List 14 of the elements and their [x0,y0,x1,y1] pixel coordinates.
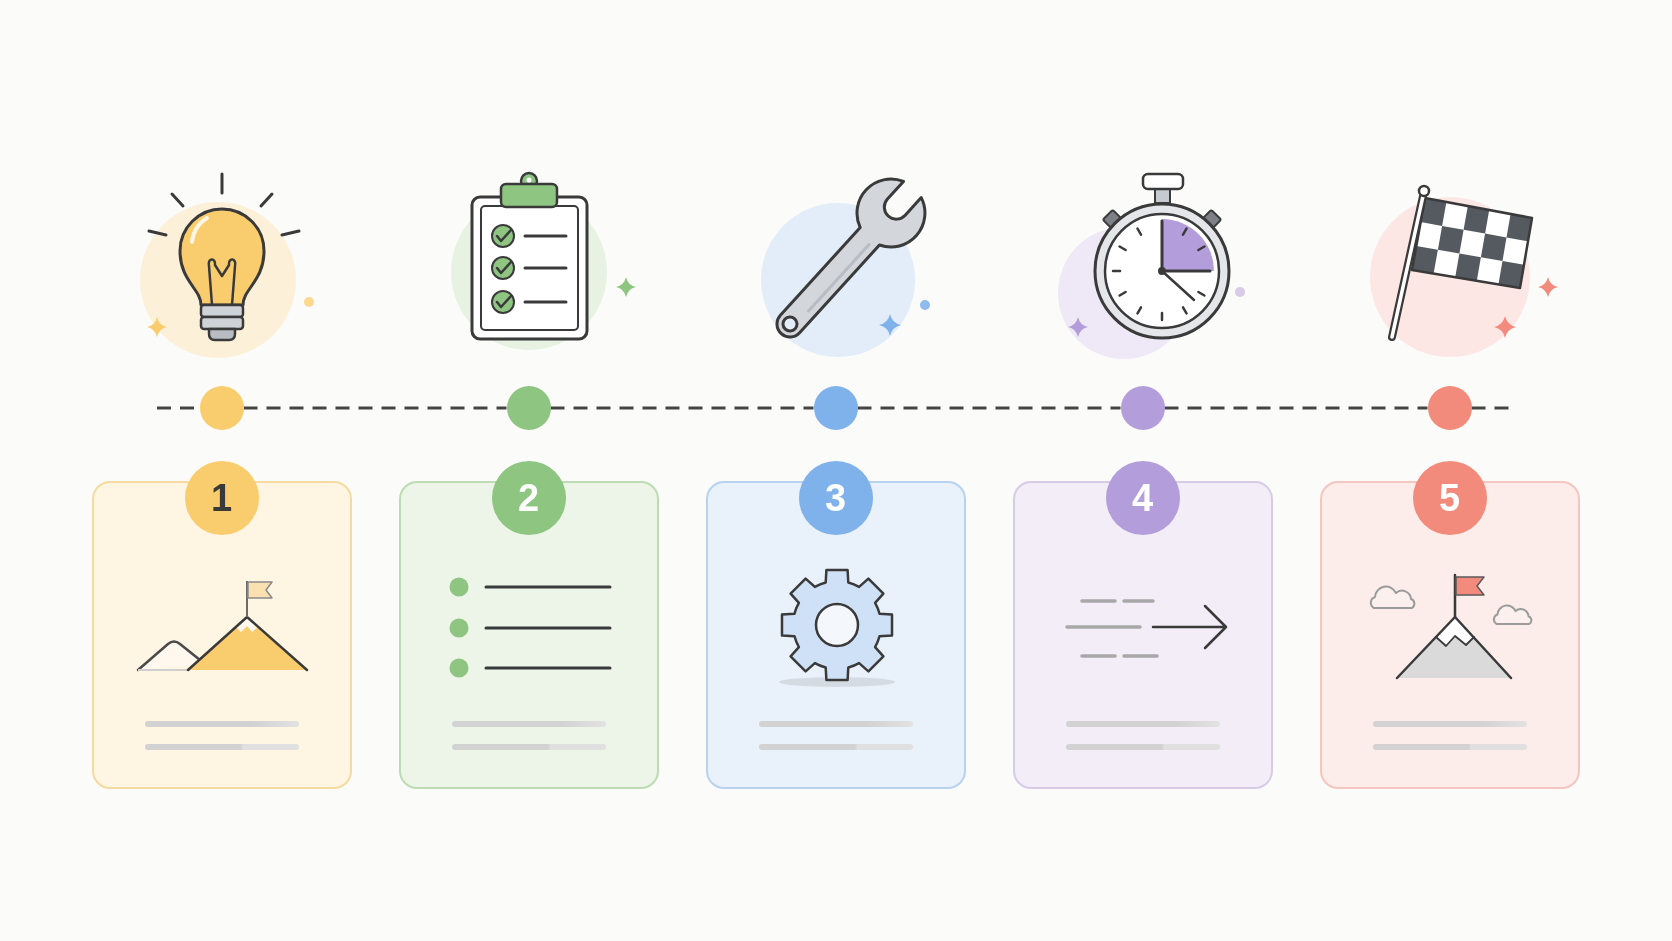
step-number-badge: 1 [184,461,259,535]
dashed-line [550,406,814,410]
timeline-dot [813,386,858,430]
step-number-badge: 2 [491,461,566,535]
step-number-badge: 4 [1105,461,1180,535]
dashed-line [243,406,507,410]
timeline-dot [1120,386,1165,430]
timeline-dot [199,386,244,430]
dashed-line [1164,406,1428,410]
step-number-badge: 3 [798,461,873,535]
step-number-badge: 5 [1412,461,1487,535]
dashed-line [857,406,1121,410]
timeline-dot [506,386,551,430]
timeline-dot [1427,386,1472,430]
